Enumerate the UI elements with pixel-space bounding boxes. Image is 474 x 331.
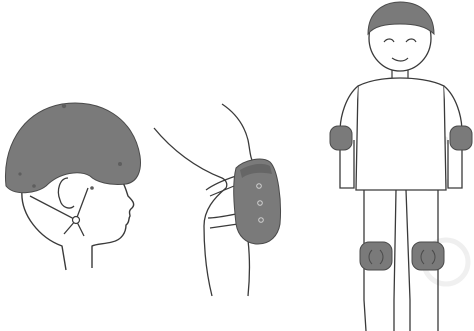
figure-left-knee-pad bbox=[360, 242, 392, 270]
figure-right-knee-pad bbox=[412, 242, 444, 270]
figure-left-elbow-pad bbox=[330, 126, 352, 150]
figure-torso bbox=[356, 78, 446, 190]
figure-right-elbow-pad bbox=[450, 126, 472, 150]
strap-buckle bbox=[73, 217, 80, 224]
